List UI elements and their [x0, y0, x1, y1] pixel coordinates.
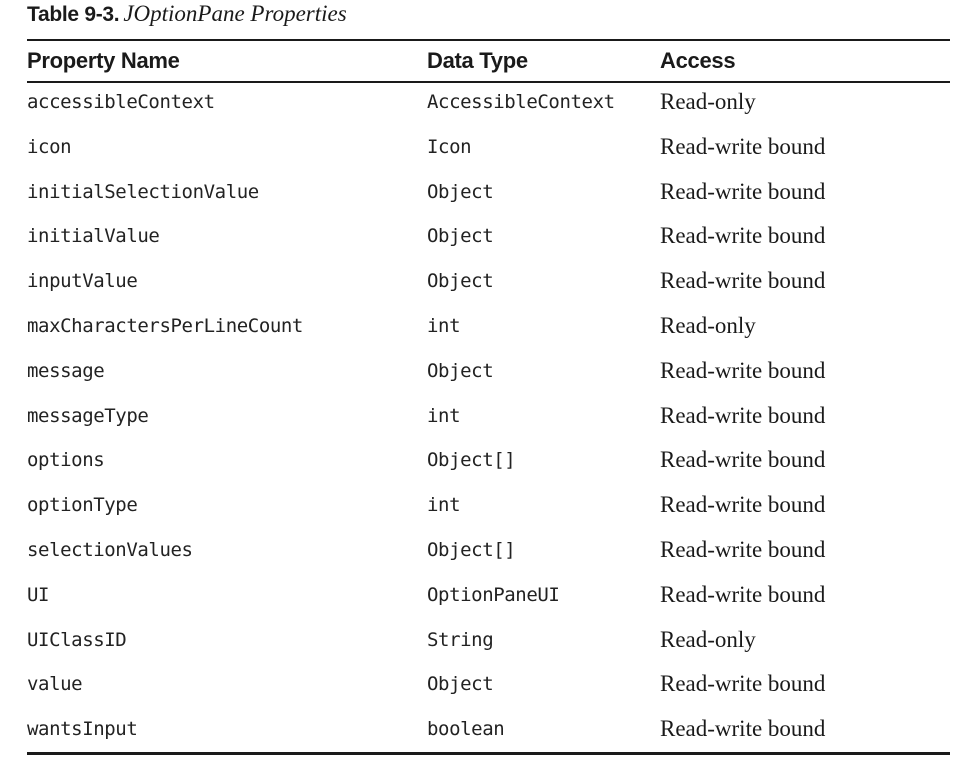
cell-property-name: inputValue: [27, 270, 138, 293]
cell-property-name: icon: [27, 135, 72, 158]
table-row: icon Icon Read-write bound: [0, 125, 970, 170]
cell-access: Read-only: [660, 312, 756, 338]
table-row: wantsInput boolean Read-write bound: [0, 707, 970, 752]
cell-property-name: UIClassID: [27, 628, 127, 651]
table-top-rule: [27, 39, 950, 41]
cell-property-name: selectionValues: [27, 538, 193, 561]
table-row: message Object Read-write bound: [0, 349, 970, 394]
cell-property-name: messageType: [27, 404, 149, 427]
header-access: Access: [660, 48, 736, 73]
cell-access: Read-write bound: [660, 581, 826, 607]
table-row: value Object Read-write bound: [0, 662, 970, 707]
table-row: initialValue Object Read-write bound: [0, 214, 970, 259]
table-row: messageType int Read-write bound: [0, 394, 970, 439]
cell-data-type: Icon: [427, 135, 472, 158]
table-caption: Table 9-3.JOptionPane Properties: [27, 0, 347, 30]
cell-property-name: value: [27, 673, 83, 696]
cell-access: Read-write bound: [660, 223, 826, 249]
cell-access: Read-write bound: [660, 268, 826, 294]
table-row: initialSelectionValue Object Read-write …: [0, 170, 970, 215]
cell-access: Read-write bound: [660, 716, 826, 742]
cell-data-type: String: [427, 628, 494, 651]
table-row: options Object[] Read-write bound: [0, 438, 970, 483]
cell-access: Read-write bound: [660, 536, 826, 562]
cell-data-type: Object[]: [427, 538, 516, 561]
cell-property-name: initialSelectionValue: [27, 180, 259, 203]
cell-data-type: AccessibleContext: [427, 91, 615, 113]
cell-access: Read-write bound: [660, 357, 826, 383]
cell-data-type: Object: [427, 359, 494, 382]
cell-data-type: OptionPaneUI: [427, 583, 560, 606]
cell-data-type: Object: [427, 673, 494, 696]
cell-data-type: Object: [427, 270, 494, 293]
cell-data-type: int: [427, 314, 461, 337]
table-row: UI OptionPaneUI Read-write bound: [0, 573, 970, 618]
table-row: selectionValues Object[] Read-write boun…: [0, 528, 970, 573]
cell-property-name: wantsInput: [27, 718, 138, 741]
table-header-row: Property Name Data Type Access: [0, 43, 970, 79]
table-row: inputValue Object Read-write bound: [0, 259, 970, 304]
table-row: UIClassID String Read-only: [0, 618, 970, 663]
cell-access: Read-only: [660, 626, 756, 652]
cell-property-name: options: [27, 449, 105, 472]
header-property-name: Property Name: [27, 48, 180, 73]
cell-access: Read-only: [660, 89, 756, 114]
cell-data-type: Object: [427, 225, 494, 248]
table-row: accessibleContext AccessibleContext Read…: [0, 80, 970, 125]
cell-property-name: initialValue: [27, 225, 160, 248]
cell-property-name: optionType: [27, 494, 138, 517]
table-title: JOptionPane Properties: [123, 1, 347, 26]
cell-data-type: int: [427, 404, 461, 427]
header-data-type: Data Type: [427, 48, 528, 73]
table-header-rule: [27, 81, 950, 83]
cell-access: Read-write bound: [660, 492, 826, 518]
table-number: Table 9-3.: [27, 3, 120, 26]
cell-data-type: boolean: [427, 718, 505, 741]
table-row: optionType int Read-write bound: [0, 483, 970, 528]
cell-property-name: message: [27, 359, 105, 382]
cell-data-type: Object[]: [427, 449, 516, 472]
table-body: accessibleContext AccessibleContext Read…: [0, 80, 970, 752]
cell-data-type: int: [427, 494, 461, 517]
cell-access: Read-write bound: [660, 402, 826, 428]
table-bottom-rule: [27, 752, 950, 755]
cell-property-name: accessibleContext: [27, 91, 215, 113]
cell-access: Read-write bound: [660, 447, 826, 473]
cell-access: Read-write bound: [660, 178, 826, 204]
cell-access: Read-write bound: [660, 133, 826, 159]
cell-data-type: Object: [427, 180, 494, 203]
cell-access: Read-write bound: [660, 671, 826, 697]
cell-property-name: maxCharactersPerLineCount: [27, 314, 303, 337]
table-row: maxCharactersPerLineCount int Read-only: [0, 304, 970, 349]
cell-property-name: UI: [27, 583, 50, 606]
